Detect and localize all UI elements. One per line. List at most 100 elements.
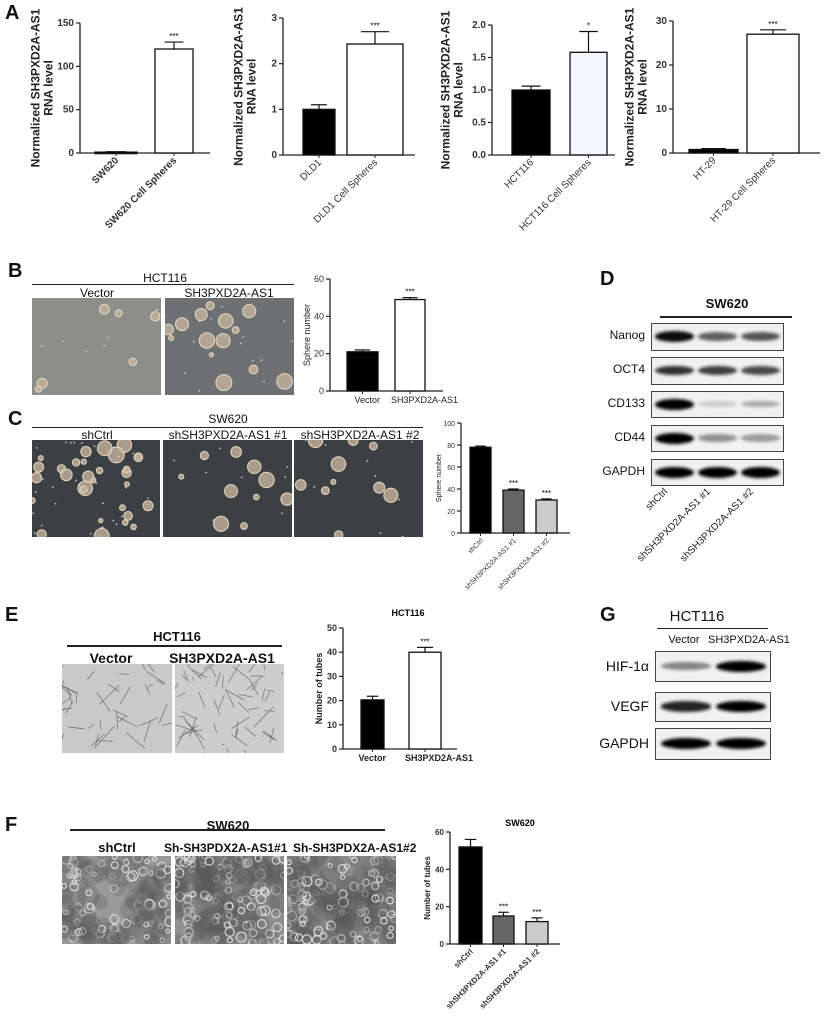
band (741, 466, 780, 478)
bar-2 (535, 499, 558, 534)
x-tick-label: shSH3PXD2A-AS1 #1 (444, 947, 508, 1011)
chart-title: SW620 (505, 818, 535, 828)
panel-label-c: C (8, 408, 23, 430)
g-lane-0: Vector (668, 634, 700, 646)
y-tick-label: 40 (435, 865, 444, 874)
b-image-sh (165, 298, 294, 395)
micrograph-texture (295, 440, 413, 537)
blot-hif1 (655, 651, 771, 682)
protein-label: OCT4 (612, 362, 645, 376)
y-tick-label: 1.0 (472, 85, 486, 96)
bar-1 (746, 33, 800, 154)
c-divider (32, 427, 423, 428)
micrograph-texture (34, 303, 161, 393)
blot-nanog (651, 323, 784, 351)
bar-0 (346, 351, 379, 392)
y-axis-label: RNA level (636, 59, 650, 115)
band (741, 365, 780, 376)
band (655, 432, 694, 444)
micrograph-texture (175, 664, 284, 753)
band (698, 466, 737, 478)
lane-label: shCtrl (644, 486, 670, 512)
significance-label: *** (370, 22, 379, 31)
lane-label: shSH3PXD2A-AS1 #1 (635, 486, 713, 564)
micrograph-texture (287, 856, 396, 944)
e-image-vector (62, 664, 172, 753)
protein-label: HIF-1α (605, 657, 649, 674)
f-image-1 (175, 856, 284, 944)
significance-label: *** (499, 902, 508, 911)
y-axis-label: RNA level (42, 60, 56, 116)
x-tick-label: HCT116 (503, 157, 537, 191)
y-tick-label: 20 (314, 349, 324, 359)
micrograph-texture (62, 856, 171, 944)
panel-label-g: G (600, 604, 616, 626)
g-cell-line: HCT116 (669, 608, 725, 625)
micrograph-texture (165, 301, 293, 392)
y-tick-label: 50 (327, 623, 337, 633)
bar-1 (408, 651, 442, 750)
bar-0 (688, 148, 739, 154)
y-tick-label: 0 (319, 386, 324, 396)
x-tick-label: shCtrl (452, 947, 475, 970)
blot-gapdh (651, 459, 784, 486)
y-tick-label: 0 (451, 531, 455, 538)
panel-label-d: D (600, 268, 615, 290)
y-tick-label: 60 (435, 828, 444, 837)
y-tick-label: 10 (327, 720, 337, 730)
micrograph-texture (32, 440, 154, 537)
y-tick-label: 20 (656, 60, 668, 71)
y-tick-label: 2 (271, 59, 277, 70)
y-tick-label: 0.0 (472, 150, 486, 161)
x-tick-label: Vector (358, 753, 386, 763)
y-tick-label: 1 (271, 104, 277, 115)
y-tick-label: 100 (57, 61, 74, 72)
y-tick-label: 0 (440, 940, 445, 949)
bar-0 (302, 108, 336, 156)
y-tick-label: 20 (447, 509, 455, 516)
y-axis-label: Sphere number (302, 304, 312, 366)
y-tick-label: 0 (332, 744, 337, 754)
chart-title: HCT116 (391, 608, 424, 618)
protein-label: CD44 (614, 429, 645, 444)
d-cell-line: SW620 (705, 296, 749, 311)
y-tick-label: 30 (327, 671, 337, 681)
significance-label: *** (542, 489, 551, 498)
band (655, 365, 694, 376)
band (661, 701, 711, 712)
y-tick-label: 20 (327, 696, 337, 706)
band (716, 660, 766, 672)
bar-0 (511, 89, 551, 156)
bar-0 (458, 846, 483, 945)
bar-1 (569, 51, 608, 156)
g-divider (657, 628, 768, 629)
bar-1 (502, 489, 525, 534)
x-tick-label: DLD1 Cell Spheres (312, 157, 380, 225)
y-tick-label: 100 (443, 421, 455, 428)
x-tick-label: DLD1 (298, 157, 324, 183)
protein-label: GAPDH (602, 463, 645, 478)
x-tick-label: SW620 (90, 155, 121, 186)
band (655, 331, 694, 342)
y-tick-label: 60 (314, 274, 324, 284)
f-label-1: Sh-SH3PDX2A-AS1#1 (164, 841, 288, 855)
band (741, 400, 780, 408)
c-image-1 (163, 440, 292, 537)
band (661, 738, 711, 749)
y-tick-label: 60 (447, 465, 455, 472)
y-tick-label: 0 (661, 148, 667, 159)
significance-label: *** (420, 637, 429, 646)
x-tick-label: shSH3PXD2A-AS1 #2 (478, 947, 542, 1011)
f-label-2: Sh-SH3PDX2A-AS1#2 (293, 841, 417, 855)
band (698, 365, 737, 376)
c-label-2: shSH3PXD2A-AS1 #2 (300, 428, 420, 442)
y-tick-label: 40 (447, 487, 455, 494)
significance-label: *** (169, 32, 178, 41)
band (698, 434, 737, 442)
